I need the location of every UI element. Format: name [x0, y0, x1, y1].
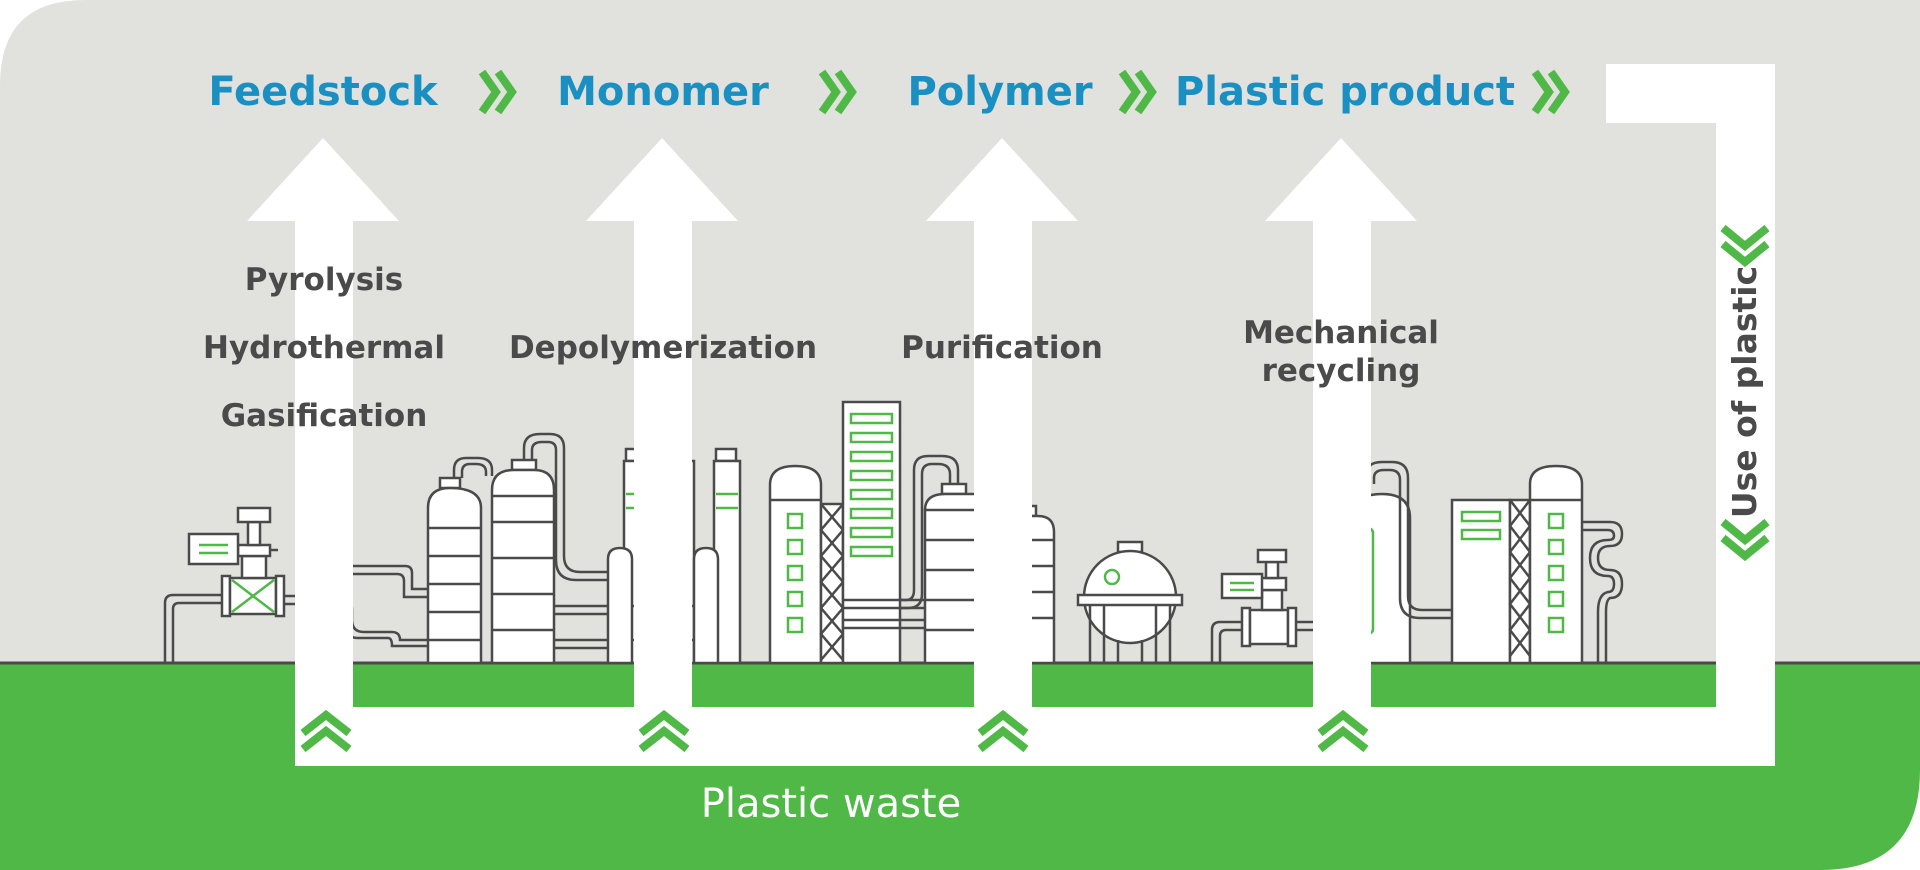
chevron-right-icon [818, 69, 857, 115]
valve-left-icon [163, 506, 340, 663]
method-recycling: recycling [1262, 353, 1421, 389]
chevron-right-icon [1118, 69, 1157, 115]
distillation-column-icon [426, 456, 494, 665]
method-purification: Purification [901, 330, 1103, 366]
downward-chevrons [1720, 224, 1770, 562]
arrow-to-plastic-product [1265, 138, 1417, 766]
chevron-up-icon [1317, 709, 1369, 753]
method-mechanical: Mechanical [1243, 315, 1439, 351]
arrow-to-polymer [926, 138, 1078, 766]
chevron-up-icon [300, 709, 352, 753]
process-labels: Pyrolysis Hydrothermal Gasification Depo… [203, 262, 1439, 434]
chevron-down-icon [1720, 224, 1770, 268]
stage-chevrons [478, 69, 1570, 115]
spherical-tank-icon [1076, 540, 1184, 663]
chevron-down-icon [1720, 518, 1770, 562]
chevron-right-icon [1531, 69, 1570, 115]
method-hydrothermal: Hydrothermal [203, 330, 445, 366]
stage-title-polymer: Polymer [907, 69, 1092, 115]
chevron-up-icon [638, 709, 690, 753]
method-depolymerization: Depolymerization [509, 330, 817, 366]
return-arrow-top [1606, 64, 1775, 123]
chevron-right-icon [478, 69, 517, 115]
chevron-up-icon [977, 709, 1029, 753]
stage-title-plastic-product: Plastic product [1175, 69, 1515, 115]
upward-chevrons [300, 709, 1369, 753]
return-arrow-vertical [1716, 64, 1775, 766]
arrow-to-monomer [586, 138, 738, 766]
method-pyrolysis: Pyrolysis [245, 262, 403, 298]
flow-arrows [247, 64, 1775, 766]
stage-title-monomer: Monomer [557, 69, 769, 115]
reactor-tower-icon [768, 464, 845, 665]
ground-band [0, 663, 1920, 870]
stage-titles: Feedstock Monomer Polymer Plastic produc… [208, 69, 1515, 115]
stage-title-feedstock: Feedstock [208, 69, 439, 115]
arrow-to-feedstock [247, 138, 399, 766]
use-of-plastic-label: Use of plastic [1725, 266, 1764, 518]
method-gasification: Gasification [221, 398, 428, 434]
control-building-icon [841, 400, 927, 665]
processing-building-icon [1450, 464, 1624, 665]
plastic-waste-label: Plastic waste [701, 781, 961, 827]
large-column-icon [490, 432, 610, 665]
valve-right-icon [1210, 548, 1352, 663]
waste-collection-band [295, 707, 1775, 766]
